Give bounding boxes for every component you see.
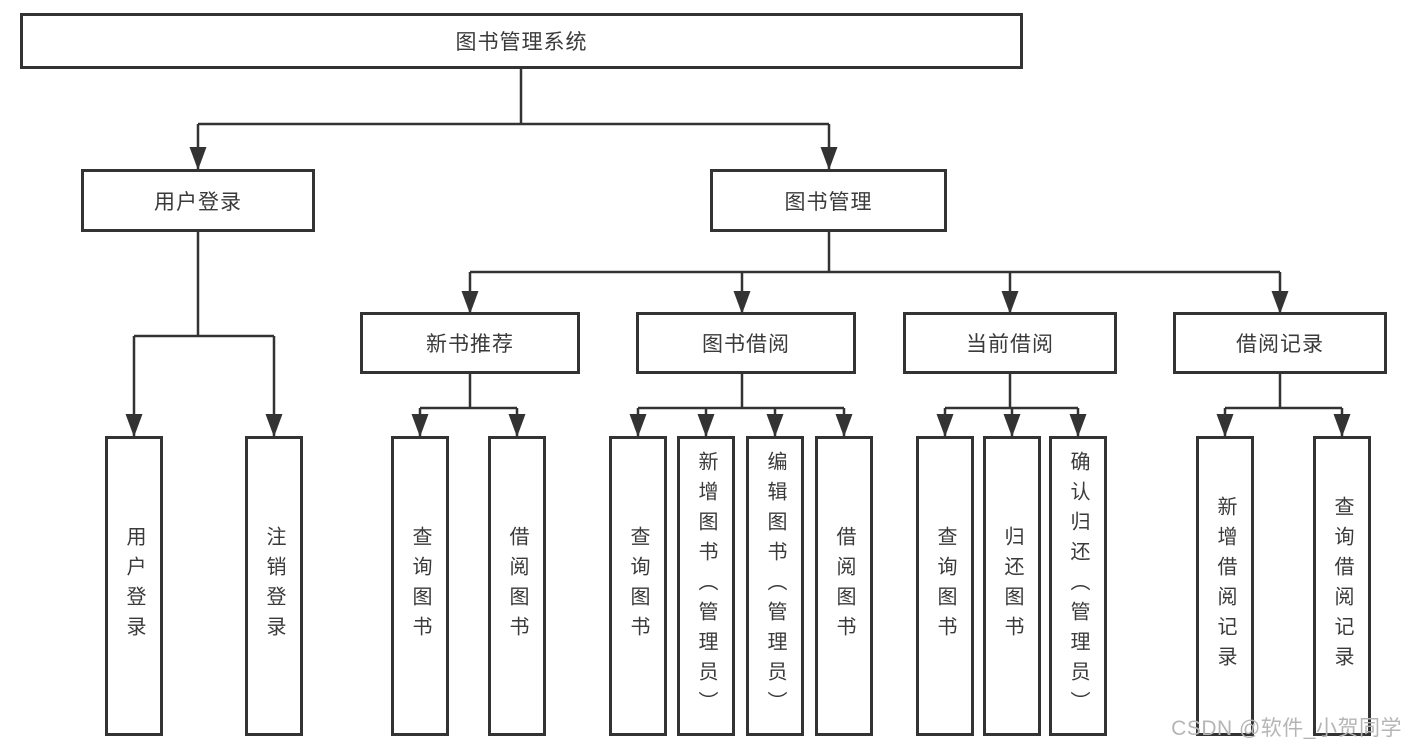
- leaf-label: 借阅图书: [506, 526, 528, 646]
- branch-label: 用户登录: [154, 190, 242, 214]
- node-book-borrowing: 图书借阅: [636, 312, 856, 374]
- leaf-borrow-books: 借阅图书: [815, 436, 873, 736]
- leaf-edit-books-admin: 编辑图书（管理员）: [746, 436, 804, 736]
- leaf-label: 新增图书（管理员）: [695, 451, 717, 721]
- leaf-label: 编辑图书（管理员）: [764, 451, 786, 721]
- leaf-query-borrow-record: 查询借阅记录: [1313, 436, 1371, 736]
- branch-user-login: 用户登录: [81, 169, 315, 232]
- leaf-query-books: 查询图书: [916, 436, 974, 736]
- leaf-add-borrow-record: 新增借阅记录: [1196, 436, 1254, 736]
- branch-book-management: 图书管理: [710, 169, 947, 232]
- leaf-confirm-return-admin: 确认归还（管理员）: [1049, 436, 1107, 736]
- leaf-label: 查询图书: [627, 526, 649, 646]
- leaf-label: 归还图书: [1001, 526, 1023, 646]
- root-node-label: 图书管理系统: [455, 31, 588, 54]
- node-label: 当前借阅: [966, 333, 1054, 356]
- leaf-logout: 注销登录: [245, 436, 303, 736]
- node-borrowing-records: 借阅记录: [1173, 312, 1387, 374]
- leaf-label: 查询图书: [409, 526, 431, 646]
- leaf-label: 借阅图书: [833, 526, 855, 646]
- leaf-return-books: 归还图书: [983, 436, 1041, 736]
- leaf-user-login: 用户登录: [105, 436, 163, 736]
- leaf-query-books: 查询图书: [609, 436, 667, 736]
- leaf-label: 新增借阅记录: [1214, 496, 1236, 676]
- root-node-library-system: 图书管理系统: [20, 13, 1023, 69]
- node-label: 借阅记录: [1236, 333, 1324, 356]
- leaf-label: 查询图书: [934, 526, 956, 646]
- leaf-add-books-admin: 新增图书（管理员）: [677, 436, 735, 736]
- leaf-query-books: 查询图书: [391, 436, 449, 736]
- leaf-label: 用户登录: [123, 526, 145, 646]
- leaf-label: 查询借阅记录: [1331, 496, 1353, 676]
- node-new-book-recommendation: 新书推荐: [360, 312, 580, 374]
- branch-label: 图书管理: [784, 190, 873, 214]
- node-label: 新书推荐: [426, 333, 514, 356]
- node-label: 图书借阅: [702, 333, 790, 356]
- csdn-watermark: CSDN @软件_小贺同学: [1171, 717, 1402, 740]
- leaf-label: 确认归还（管理员）: [1067, 451, 1089, 721]
- node-current-borrowing: 当前借阅: [903, 312, 1117, 374]
- leaf-borrow-books: 借阅图书: [488, 436, 546, 736]
- leaf-label: 注销登录: [263, 526, 285, 646]
